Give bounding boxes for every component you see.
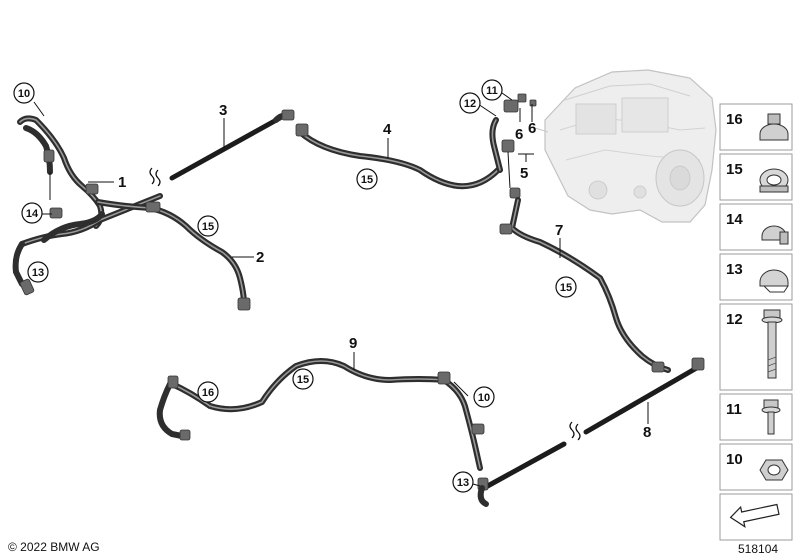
clamp-16-icon: [759, 113, 789, 141]
coolant-pipe-5: [489, 93, 537, 199]
part-leaders: [88, 104, 649, 424]
svg-text:10: 10: [18, 88, 30, 100]
callout-15-part7: 15: [555, 276, 577, 298]
svg-text:15: 15: [726, 161, 743, 178]
coolant-hose-4: [295, 123, 501, 190]
callout-15-part4: 15: [356, 168, 378, 190]
coolant-hose-7: [499, 197, 671, 373]
screw-11-icon: [761, 399, 781, 435]
svg-text:14: 14: [26, 208, 39, 220]
svg-text:15: 15: [560, 282, 572, 294]
callout-12-top: 12: [459, 92, 481, 114]
callout-13-left: 13: [27, 261, 49, 283]
svg-text:15: 15: [361, 174, 373, 186]
svg-text:14: 14: [726, 211, 743, 228]
direction-arrow-icon: [729, 503, 780, 528]
sidebar-cell-11: 11: [719, 393, 793, 441]
part-label-7: 7: [555, 222, 563, 239]
callout-leaders: [33, 92, 513, 487]
callout-15-part9: 15: [292, 368, 314, 390]
sidebar-cell-12: 12: [719, 303, 793, 391]
svg-text:13: 13: [457, 477, 469, 489]
svg-text:10: 10: [478, 392, 490, 404]
svg-text:16: 16: [202, 387, 214, 399]
part-label-5: 5: [520, 165, 528, 182]
callout-13-bottom: 13: [452, 471, 474, 493]
clamp-14-icon: [761, 225, 789, 245]
callout-15-part2: 15: [197, 215, 219, 237]
nut-10-icon: [759, 459, 789, 481]
part-label-6a: 6: [515, 126, 523, 143]
parts-sidebar: 16 15 14 13: [719, 103, 793, 541]
part-label-3: 3: [219, 102, 227, 119]
part-label-2: 2: [256, 249, 264, 266]
sidebar-cell-10: 10: [719, 443, 793, 491]
callout-10-top-left: 10: [13, 82, 35, 104]
copyright-text: © 2022 BMW AG: [8, 540, 100, 554]
bolt-12-icon: [761, 309, 783, 379]
part-label-8: 8: [643, 424, 651, 441]
sidebar-cell-15: 15: [719, 153, 793, 201]
engine-gearbox-illustration: [534, 69, 717, 223]
clamp-callouts: 10 14 13 15 15 11 12 15: [13, 79, 577, 493]
callout-14: 14: [21, 202, 43, 224]
svg-text:13: 13: [726, 261, 743, 278]
clamp-15-icon: [759, 168, 789, 193]
svg-text:12: 12: [726, 311, 743, 328]
part-label-4: 4: [383, 121, 392, 138]
part-label-9: 9: [349, 335, 357, 352]
part-label-6b: 6: [528, 120, 536, 137]
svg-text:11: 11: [486, 85, 498, 97]
svg-text:11: 11: [726, 401, 742, 418]
coolant-hose-1: [12, 115, 163, 296]
part-label-1: 1: [118, 174, 126, 191]
sidebar-cell-14: 14: [719, 203, 793, 251]
svg-text:16: 16: [726, 111, 743, 128]
svg-text:15: 15: [202, 221, 214, 233]
svg-text:13: 13: [32, 267, 44, 279]
svg-text:10: 10: [726, 451, 743, 468]
clamp-13-icon: [759, 269, 789, 293]
svg-text:15: 15: [297, 374, 309, 386]
coolant-pipe-8: [477, 357, 705, 507]
diagram-number: 518104: [738, 542, 779, 556]
coolant-hose-9: [156, 358, 485, 471]
coolant-hose-2: [95, 199, 251, 311]
sidebar-cell-arrow: [719, 493, 793, 541]
coolant-pipe-3: [149, 109, 295, 187]
sidebar-cell-13: 13: [719, 253, 793, 301]
svg-text:12: 12: [464, 98, 476, 110]
callout-11-top: 11: [481, 79, 503, 101]
callout-10-part9: 10: [473, 386, 495, 408]
callout-16: 16: [197, 381, 219, 403]
sidebar-cell-16: 16: [719, 103, 793, 151]
part-numbers: 1 2 3 4 5 6 6 7 8 9: [118, 102, 651, 441]
